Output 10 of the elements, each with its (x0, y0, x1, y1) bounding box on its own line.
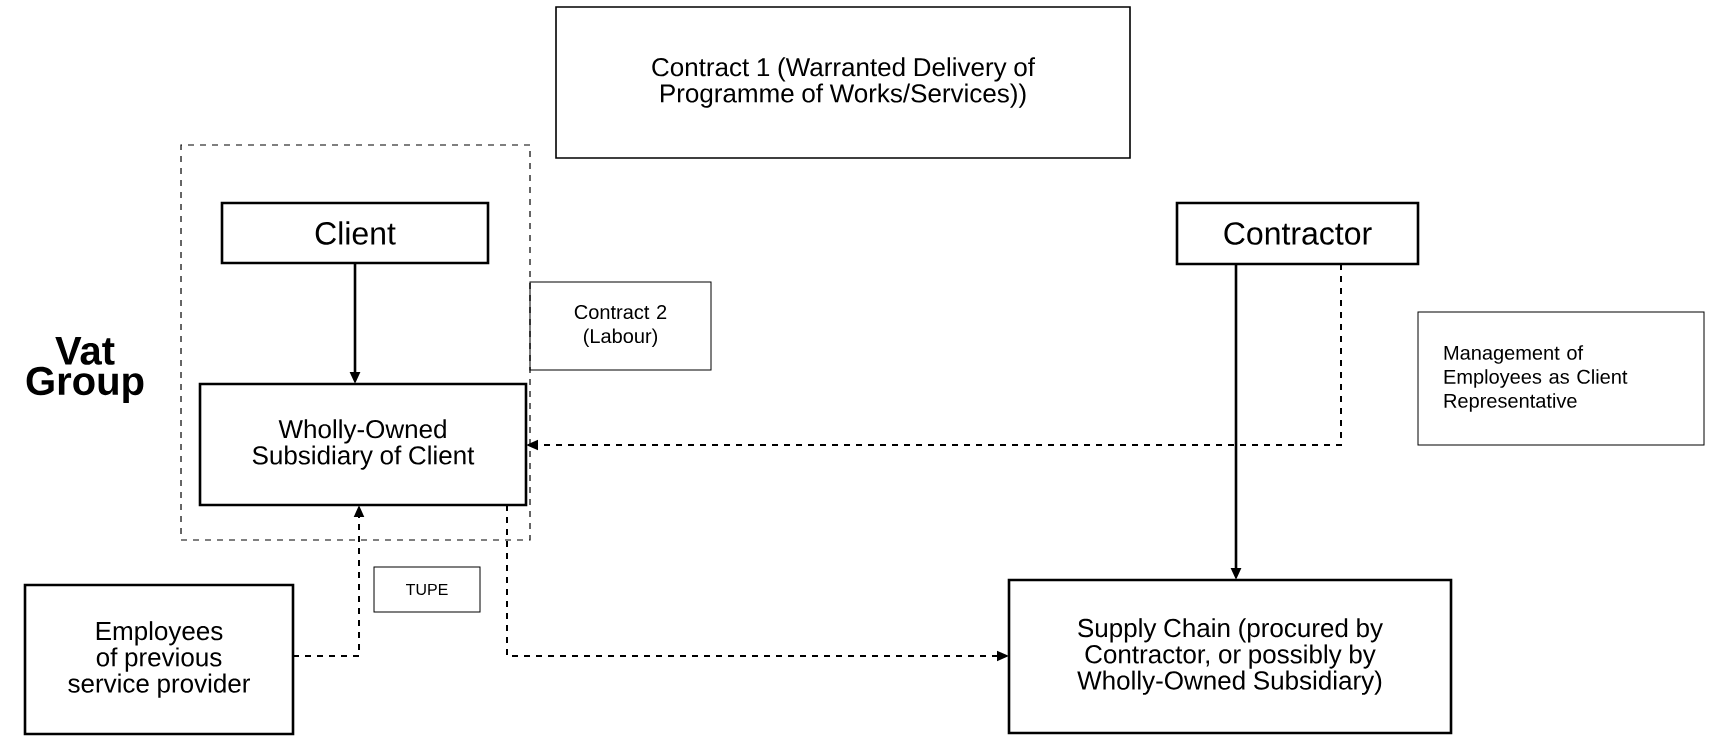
entity-box: Employees of previous service provider (23, 583, 295, 736)
note-box: Management of Employees as Client Representative (1417, 311, 1705, 446)
contract-box: Contract 2 (Labour) (529, 281, 712, 371)
party-box: Client (220, 201, 490, 265)
entity-box: Wholly-Owned Subsidiary of Client (198, 382, 528, 507)
contract-box: Contract 1 (Warranted Delivery of Programme of Works/Services)) (555, 6, 1131, 159)
entity-box: Supply Chain (procured by Contractor, or possibly by Wholly-Owned Subsidiary) (1007, 578, 1453, 735)
group-heading: Vat Group (26, 336, 144, 404)
label-box: TUPE (373, 566, 481, 613)
party-box: Contractor (1175, 201, 1420, 266)
